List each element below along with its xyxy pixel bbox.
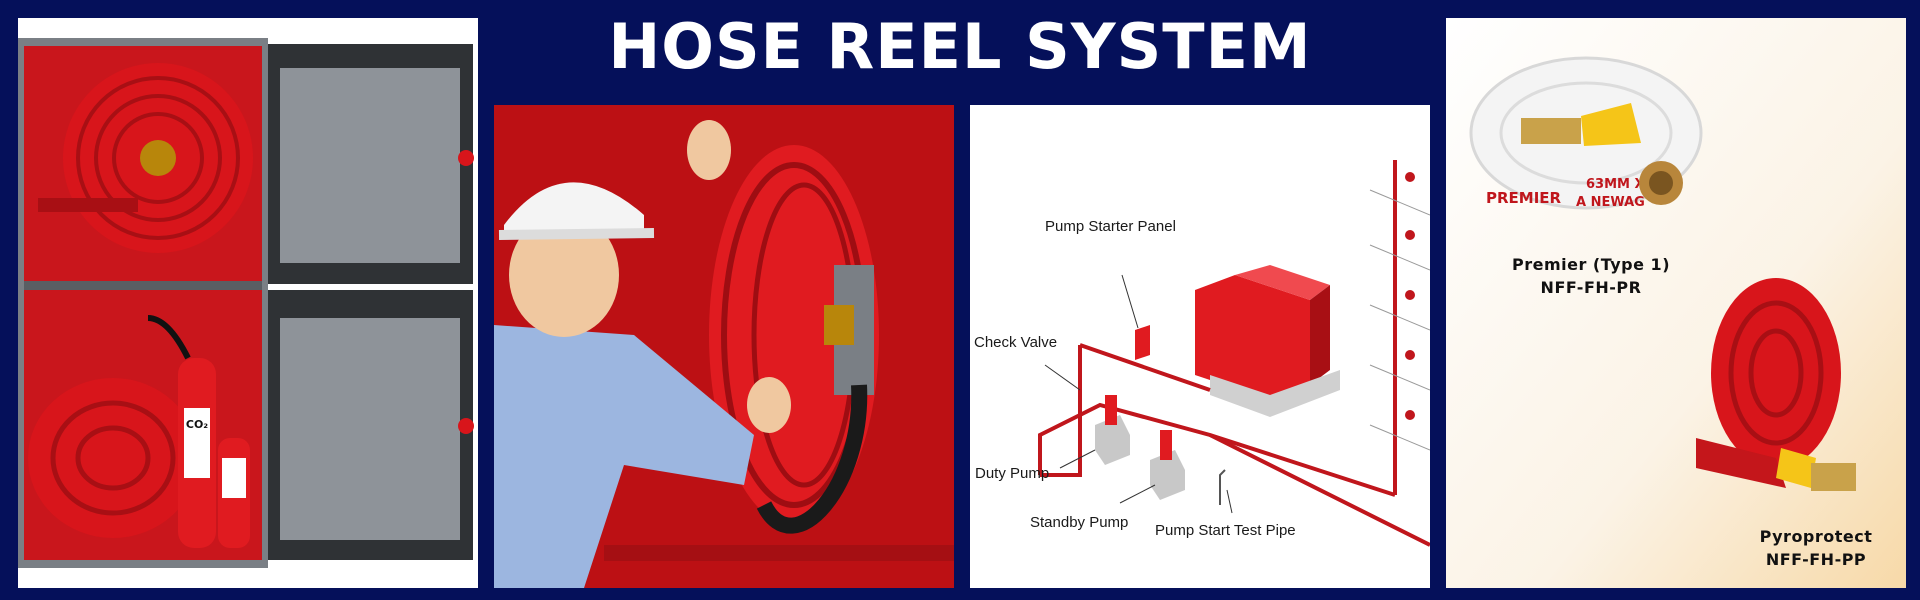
pump-diagram: Pump Starter Panel Check Valve Duty Pump… xyxy=(970,105,1430,588)
worker-photo xyxy=(494,105,954,588)
product-premier-name: Premier (Type 1) xyxy=(1512,255,1670,274)
label-standby-pump: Standby Pump xyxy=(1030,514,1128,531)
products-illustration: PREMIER 63MM X A NEWAG Premier (Type 1) … xyxy=(1446,18,1906,588)
hose-print-brand: A NEWAG xyxy=(1576,195,1645,210)
label-duty-pump: Duty Pump xyxy=(975,465,1049,482)
pump-diagram-drawing: Pump Starter Panel Check Valve Duty Pump… xyxy=(970,105,1430,588)
products-panel: PREMIER 63MM X A NEWAG Premier (Type 1) … xyxy=(1446,18,1906,588)
worker-illustration xyxy=(494,105,954,588)
label-check-valve: Check Valve xyxy=(974,334,1057,351)
hose-print-size: 63MM X xyxy=(1586,177,1645,192)
page-title-text: HOSE REEL SYSTEM xyxy=(608,9,1312,83)
product-pyroprotect-code: NFF-FH-PP xyxy=(1766,550,1866,569)
page-title: HOSE REEL SYSTEM xyxy=(490,6,1430,86)
product-pyroprotect-name: Pyroprotect xyxy=(1760,527,1873,546)
cabinet-illustration: CO₂ xyxy=(18,18,478,588)
label-pump-start-test-pipe: Pump Start Test Pipe xyxy=(1155,522,1296,539)
product-premier-code: NFF-FH-PR xyxy=(1541,278,1642,297)
cabinet-photo: CO₂ xyxy=(18,18,478,588)
hose-print-premier: PREMIER xyxy=(1486,189,1562,207)
label-pump-starter-panel: Pump Starter Panel xyxy=(1045,218,1176,235)
extinguisher-label: CO₂ xyxy=(186,418,208,431)
